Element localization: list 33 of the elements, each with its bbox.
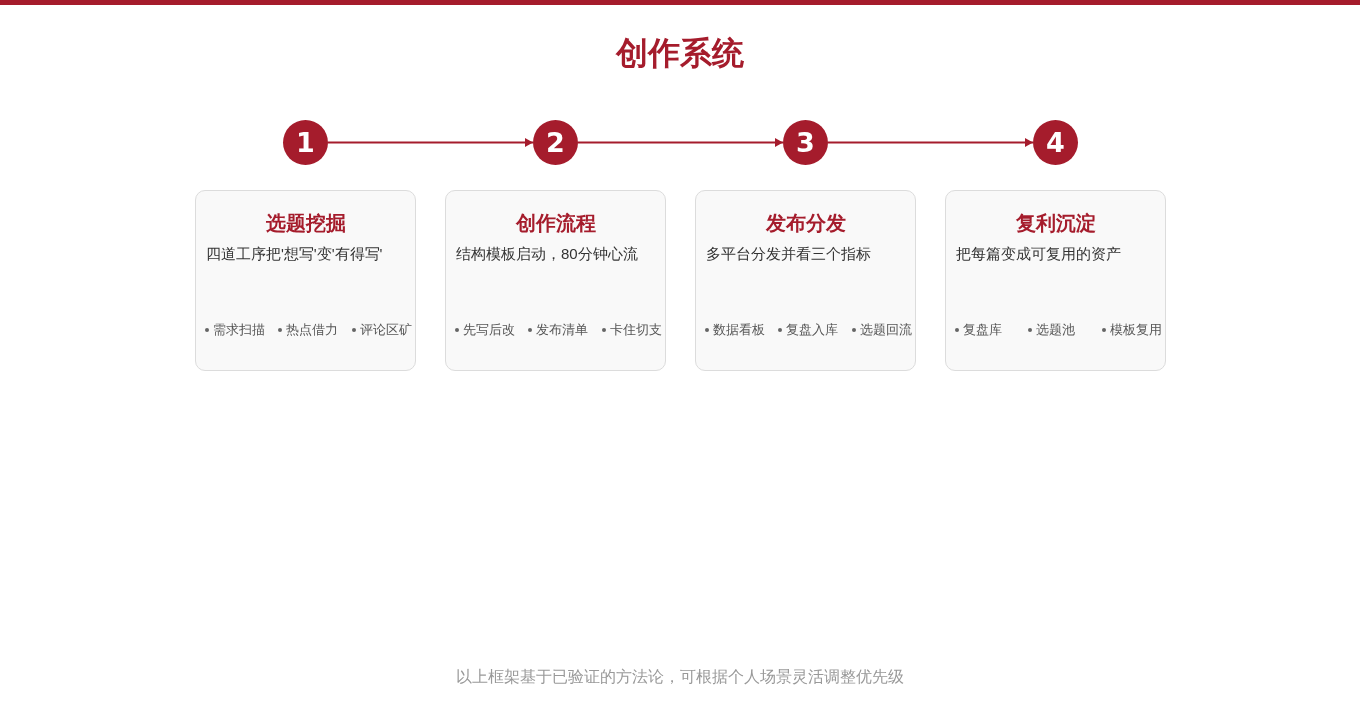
list-item: 选题回流 [859, 321, 912, 339]
list-item: 先写后改 [463, 321, 515, 339]
list-item: 卡住切支 [609, 321, 662, 339]
list-item: 模板复用 [1109, 321, 1162, 339]
caption: 以上框架基于已验证的方法论，可根据个人场景灵活调整优先级 [456, 667, 904, 687]
step-circle: 4 [1033, 120, 1078, 165]
title: 创作系统 [616, 34, 744, 73]
list-item: 复盘库 [963, 321, 1002, 339]
card-heading: 复利沉淀 [1015, 211, 1096, 236]
card-heading: 创作流程 [515, 211, 596, 236]
list-item: 复盘入库 [786, 321, 839, 339]
arrow [327, 138, 534, 147]
card-heading: 选题挖掘 [265, 211, 346, 236]
step-card [445, 190, 666, 371]
list-item: 热点借力 [286, 321, 339, 339]
step-circle: 2 [533, 120, 578, 165]
card-subtitle: 多平台分发并看三个指标 [706, 244, 871, 264]
step-card [695, 190, 916, 371]
card-heading: 发布分发 [765, 211, 846, 236]
list-item: 发布清单 [536, 321, 589, 339]
card-subtitle: 把每篇变成可复用的资产 [956, 244, 1121, 264]
list-item: 数据看板 [713, 321, 765, 339]
card-subtitle: 结构模板启动，80分钟心流 [456, 244, 638, 264]
arrow [827, 138, 1034, 147]
list-item: 需求扫描 [213, 321, 265, 339]
step-card [945, 190, 1166, 371]
step-circle: 1 [283, 120, 328, 165]
card-subtitle: 四道工序把'想写'变'有得写' [206, 244, 383, 264]
step-circle: 3 [783, 120, 828, 165]
list-item: 评论区矿 [359, 321, 412, 339]
step-card [195, 190, 416, 371]
arrow [577, 138, 784, 147]
list-item: 选题池 [1036, 321, 1076, 339]
